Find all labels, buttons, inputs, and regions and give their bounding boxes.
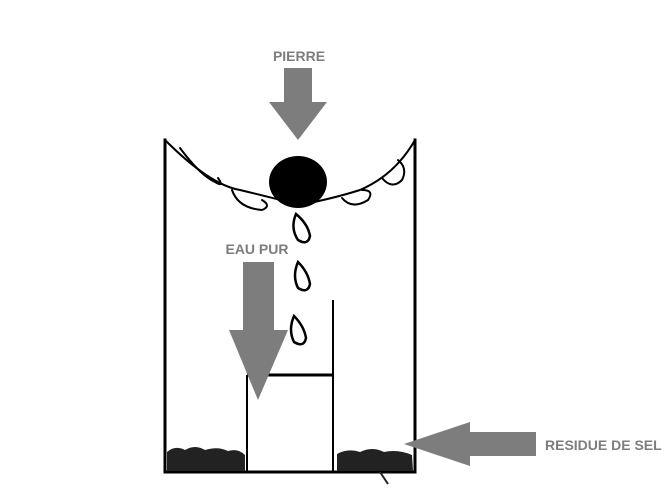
water-drop [293, 259, 312, 292]
falling-drops [289, 211, 312, 346]
film-droplet [179, 147, 222, 186]
stone-arrow [269, 68, 327, 140]
salt-residue-right [337, 449, 413, 471]
salt-residue-arrow [404, 422, 536, 466]
pure-water-arrow [229, 262, 288, 400]
stone-shape [269, 156, 327, 208]
arrows [229, 68, 536, 466]
stone-label: PIERRE [273, 48, 325, 64]
salt-residue-left [167, 447, 245, 471]
film-droplet [231, 189, 268, 212]
salt-residue-label: RESIDUE DE SEL [545, 437, 662, 453]
pure-water-label: EAU PUR [225, 241, 288, 257]
salt-residue [167, 447, 413, 485]
film-droplet [381, 159, 406, 186]
salt-residue-drip [379, 471, 389, 485]
film-right-line [299, 139, 416, 206]
water-drop [289, 313, 308, 346]
film-droplet [341, 189, 372, 206]
container-outline [163, 138, 417, 474]
water-drop [292, 211, 312, 244]
